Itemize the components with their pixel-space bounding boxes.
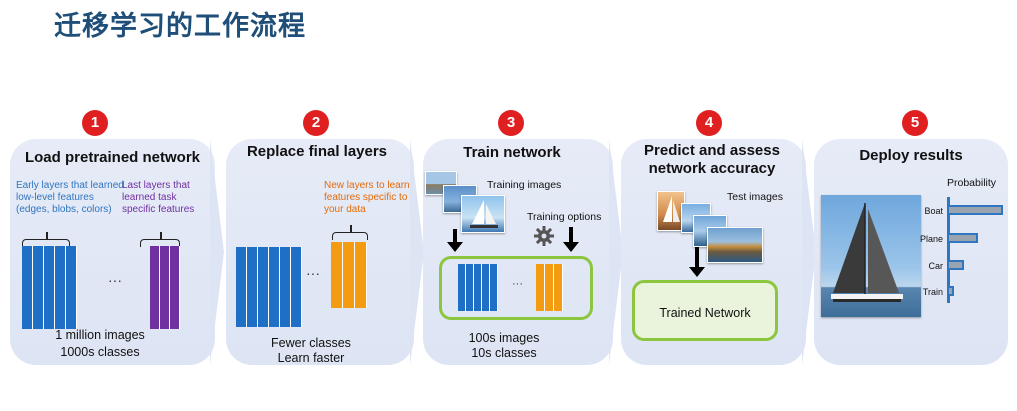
pretrained-layer	[247, 247, 258, 327]
layers-ellipsis: ···	[108, 272, 122, 288]
training-options-label: Training options	[527, 211, 602, 223]
step-2-panel: Replace final layers New layers to learn…	[226, 139, 424, 365]
pretrained-layer	[458, 264, 466, 311]
training-options-arrow-head	[563, 242, 579, 252]
trained-network-label: Trained Network	[659, 306, 751, 320]
step-4-panel: Predict and assess network accuracy Test…	[621, 139, 816, 365]
new-layers-brace	[332, 225, 368, 240]
probability-title: Probability	[947, 177, 997, 189]
new-layer	[343, 242, 355, 308]
training-image-thumbnail	[425, 171, 457, 195]
gear-icon	[534, 226, 554, 246]
pretrained-layer	[482, 264, 490, 311]
step-2-caption-line2: Learn faster	[277, 351, 345, 365]
probability-bar	[947, 260, 964, 270]
pretrained-layer	[474, 264, 482, 311]
training-images-label: Training images	[487, 179, 562, 191]
step-3-panel: Train network Training images Training o…	[423, 139, 623, 365]
page-title: 迁移学习的工作流程	[54, 11, 306, 42]
training-options-arrow-stem	[569, 227, 573, 243]
pretrained-layer	[269, 247, 280, 327]
probability-bar	[947, 286, 954, 296]
layers-ellipsis: ···	[306, 265, 320, 281]
trained-network-box	[632, 280, 778, 341]
step-5-panel: Deploy results Probability Boat Plane Ca…	[814, 139, 1008, 365]
pretrained-layer	[33, 246, 44, 329]
new-layer	[331, 242, 343, 308]
early-layers-note: Early layers that learned low-level feat…	[16, 180, 124, 215]
step-4-title-line2: network accuracy	[648, 160, 776, 177]
sailboat-icon	[831, 203, 903, 302]
probability-bar	[947, 233, 978, 243]
probability-label: Plane	[919, 234, 943, 244]
step-4-title-line1: Predict and assess	[644, 142, 780, 159]
last-layers-note: Last layers that learned task specific f…	[122, 180, 195, 215]
probability-label: Car	[928, 261, 943, 271]
pretrained-layer	[280, 247, 291, 327]
test-images-label: Test images	[727, 191, 784, 203]
training-image-thumbnail	[461, 195, 505, 233]
training-box	[439, 256, 593, 320]
step-2-caption-line1: Fewer classes	[271, 336, 351, 350]
pretrained-layer	[291, 247, 302, 327]
new-layer	[554, 264, 563, 311]
test-image-thumbnail	[657, 191, 685, 231]
pretrained-layer	[22, 246, 33, 329]
step-2-title: Replace final layers	[246, 143, 388, 160]
step-3-caption-line1: 100s images	[468, 331, 540, 345]
pretrained-layer	[236, 247, 247, 327]
pretrained-layer	[490, 264, 498, 311]
probability-bar	[947, 205, 1003, 215]
last-layers-brace	[140, 232, 180, 247]
step-5-badge: 5	[902, 110, 928, 136]
new-layer	[536, 264, 545, 311]
new-layers-note: New layers to learn features specific to…	[324, 180, 410, 215]
training-images-arrow-head	[447, 242, 463, 252]
step-4-badge: 4	[696, 110, 722, 136]
step-1-title: Load pretrained network	[24, 149, 201, 166]
early-layers-brace	[22, 232, 70, 247]
task-layer	[170, 246, 180, 329]
layers-ellipsis: ···	[512, 278, 523, 290]
probability-axis	[947, 197, 950, 303]
pretrained-layer	[466, 264, 474, 311]
step-1-caption-line2: 1000s classes	[60, 345, 140, 359]
step-1-caption-line1: 1 million images	[55, 328, 145, 342]
task-layer	[160, 246, 170, 329]
new-layer	[355, 242, 367, 308]
pretrained-layer	[44, 246, 55, 329]
prediction-arrow-head	[689, 267, 705, 277]
prediction-arrow-stem	[695, 247, 699, 269]
pretrained-layer	[258, 247, 269, 327]
step-3-title: Train network	[463, 144, 561, 161]
step-5-title: Deploy results	[859, 147, 963, 164]
sailboat-icon	[663, 196, 680, 222]
probability-label: Train	[922, 287, 943, 297]
pretrained-layer	[55, 246, 66, 329]
pretrained-layer	[66, 246, 77, 329]
deploy-sailboat-photo	[821, 195, 921, 317]
step-3-caption-line2: 10s classes	[471, 346, 537, 360]
test-image-thumbnail	[707, 227, 763, 263]
sailboat-icon	[470, 200, 498, 228]
step-3-badge: 3	[498, 110, 524, 136]
task-layer	[150, 246, 160, 329]
new-layer	[545, 264, 554, 311]
probability-label: Boat	[924, 206, 943, 216]
step-1-badge: 1	[82, 110, 108, 136]
step-2-badge: 2	[303, 110, 329, 136]
training-images-arrow-stem	[453, 229, 457, 243]
step-1-panel: Load pretrained network Early layers tha…	[10, 139, 224, 365]
